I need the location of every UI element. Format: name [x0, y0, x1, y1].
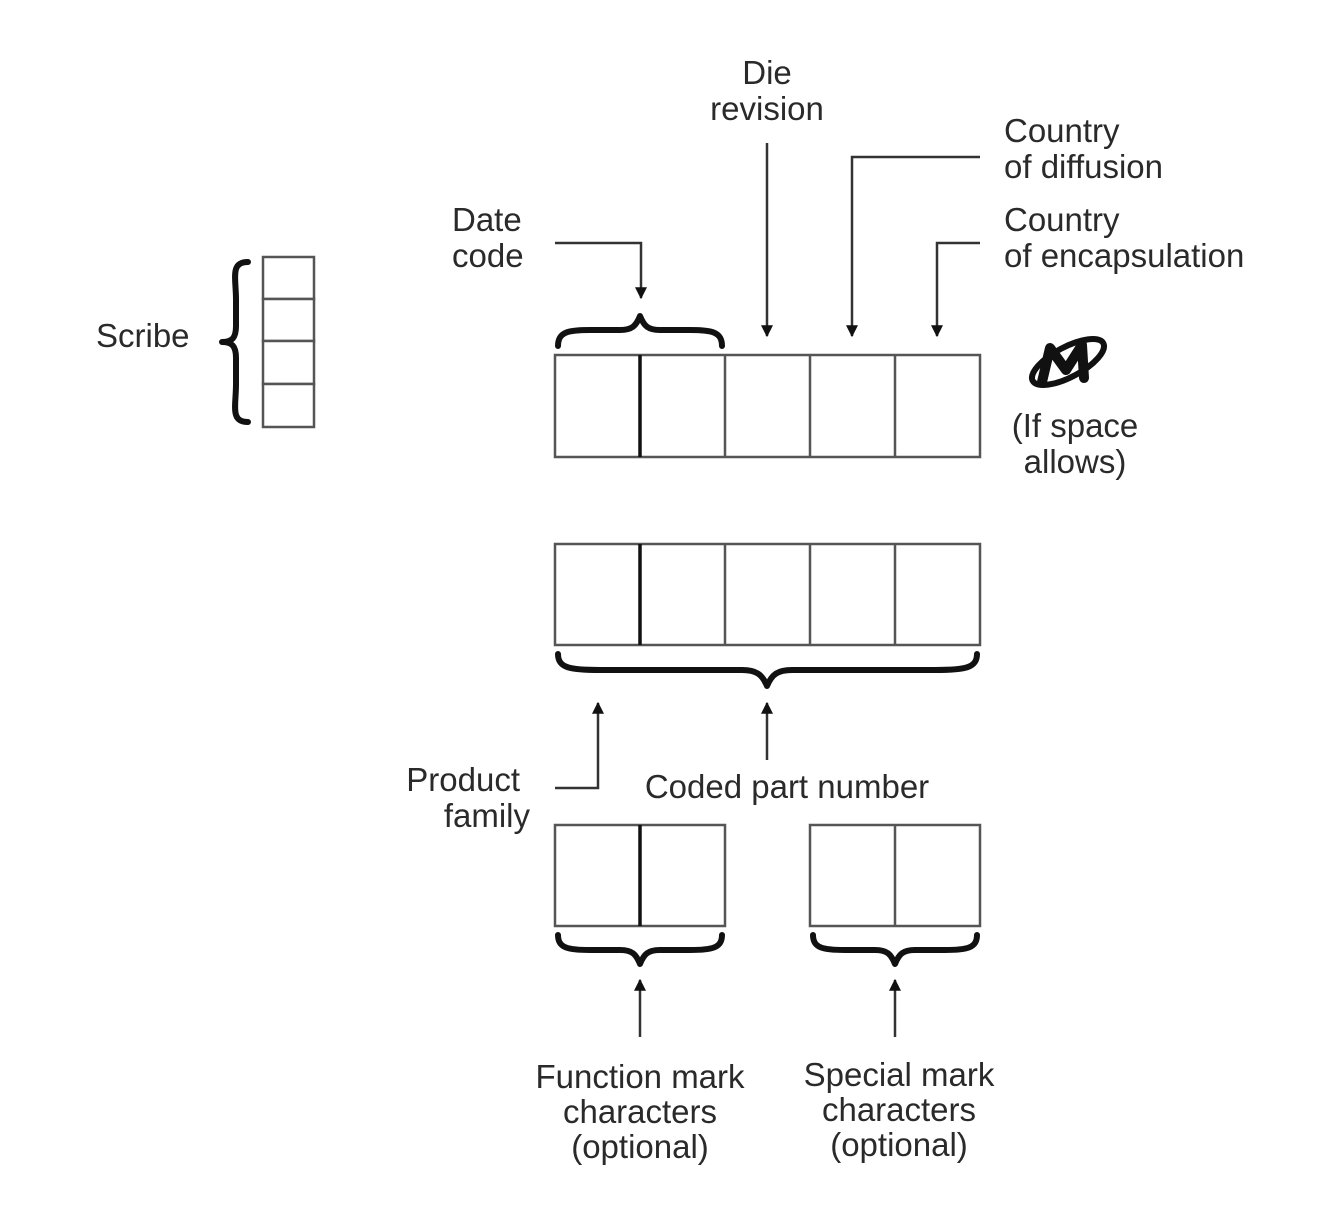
- special-mark-label: characters: [822, 1091, 976, 1128]
- coded-part-number-brace: [555, 651, 980, 689]
- die-revision-label: revision: [710, 90, 824, 127]
- middle-row: [553, 542, 982, 689]
- scribe-cell: [261, 382, 316, 429]
- logo-group: (If space allows): [1012, 336, 1139, 480]
- scribe-label: Scribe: [96, 317, 190, 354]
- scribe-cell: [261, 297, 316, 343]
- function-mark-brace: [555, 932, 725, 967]
- product-family-callout: Product family: [406, 701, 604, 834]
- date-code-callout: Date code: [452, 201, 647, 300]
- logo-note-label: allows): [1024, 443, 1127, 480]
- die-revision-callout: Die revision: [710, 54, 824, 338]
- country-of-encapsulation-callout: Country of encapsulation: [931, 201, 1244, 338]
- country-of-encapsulation-label: of encapsulation: [1004, 237, 1244, 274]
- scribe-cell: [261, 255, 316, 301]
- micron-logo-icon: [1028, 336, 1108, 388]
- function-mark-row: Function mark characters (optional): [535, 823, 745, 1165]
- function-mark-label: Function mark: [535, 1058, 745, 1095]
- coded-part-number-label: Coded part number: [645, 768, 929, 805]
- middle-row-frame: [553, 542, 982, 647]
- function-mark-label: characters: [563, 1093, 717, 1130]
- special-mark-row: Special mark characters (optional): [804, 823, 995, 1163]
- product-family-arrow: [555, 701, 604, 790]
- top-row: [553, 313, 982, 459]
- logo-note-label: (If space: [1012, 407, 1139, 444]
- product-family-label: family: [444, 797, 531, 834]
- scribe-cell: [261, 339, 316, 386]
- country-of-encapsulation-label: Country: [1004, 201, 1120, 238]
- country-of-encapsulation-arrow: [931, 241, 980, 338]
- date-code-brace: [555, 313, 725, 349]
- country-of-diffusion-label: of diffusion: [1004, 148, 1163, 185]
- special-mark-label: Special mark: [804, 1056, 995, 1093]
- country-of-diffusion-label: Country: [1004, 112, 1120, 149]
- die-revision-label: Die: [742, 54, 792, 91]
- date-code-label: code: [452, 237, 524, 274]
- country-of-diffusion-callout: Country of diffusion: [846, 112, 1163, 338]
- scribe-group: Scribe: [96, 255, 316, 429]
- function-mark-label: (optional): [571, 1128, 709, 1165]
- special-mark-label: (optional): [830, 1126, 968, 1163]
- special-mark-brace: [810, 932, 980, 967]
- top-row-frame: [553, 353, 982, 459]
- product-family-label: Product: [406, 761, 520, 798]
- country-of-diffusion-arrow: [846, 155, 980, 338]
- date-code-label: Date: [452, 201, 522, 238]
- scribe-brace: [219, 259, 251, 425]
- date-code-arrow: [555, 241, 647, 300]
- coded-part-number-callout: Coded part number: [645, 701, 929, 805]
